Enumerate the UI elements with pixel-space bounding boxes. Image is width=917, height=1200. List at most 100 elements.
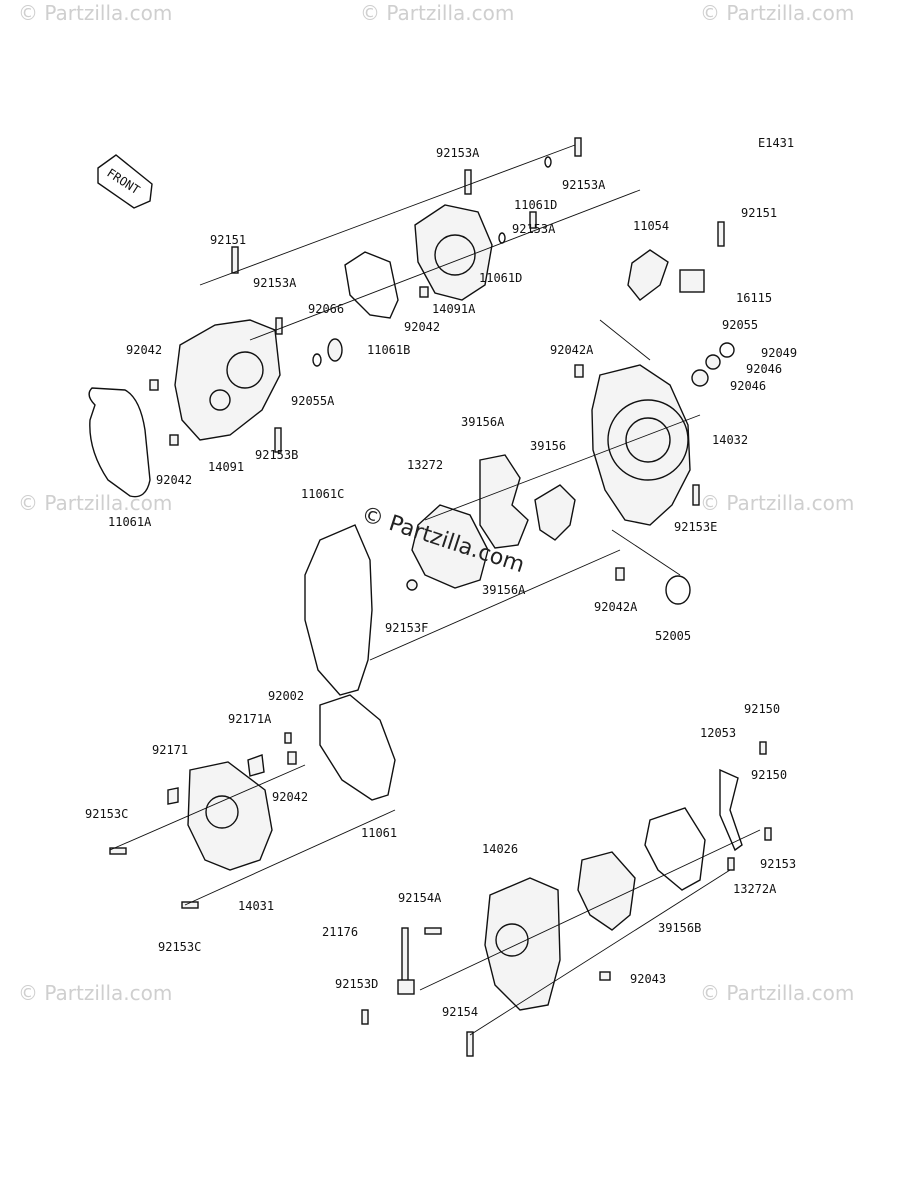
watermark: © Partzilla.com bbox=[18, 981, 172, 1005]
watermark: © Partzilla.com bbox=[700, 491, 854, 515]
bolt-head-icon bbox=[406, 579, 418, 591]
watermark: © Partzilla.com bbox=[18, 1, 172, 25]
part-label: 92153C bbox=[85, 807, 128, 821]
part-label: 11061C bbox=[301, 487, 344, 501]
part-label: 52005 bbox=[655, 629, 691, 643]
bolt-icon bbox=[231, 246, 239, 274]
gasket-11061-icon bbox=[319, 694, 396, 801]
bolt-icon bbox=[759, 741, 767, 755]
part-label: 92150 bbox=[744, 702, 780, 716]
cover-boss-icon bbox=[205, 795, 239, 829]
front-label: FRONT bbox=[104, 166, 142, 197]
damper-39156a-icon bbox=[479, 454, 529, 549]
part-label: 92153C bbox=[158, 940, 201, 954]
cover-boss-icon bbox=[495, 923, 529, 957]
part-label: 11061D bbox=[479, 271, 522, 285]
part-label: 92151 bbox=[210, 233, 246, 247]
part-label: 92042 bbox=[272, 790, 308, 804]
watermark: © Partzilla.com bbox=[700, 1, 854, 25]
bolt-icon bbox=[717, 221, 725, 247]
watermarks: © Partzilla.com © Partzilla.com © Partzi… bbox=[18, 1, 854, 1005]
gasket-11061b-icon bbox=[344, 251, 399, 319]
bolt-icon bbox=[181, 901, 199, 909]
part-label: 92055A bbox=[291, 394, 335, 408]
part-label: 92055 bbox=[722, 318, 758, 332]
part-label: 16115 bbox=[736, 291, 772, 305]
cover-14031-icon bbox=[187, 761, 273, 871]
part-label: 92150 bbox=[751, 768, 787, 782]
part-label: 14031 bbox=[238, 899, 274, 913]
part-label: 92153 bbox=[760, 857, 796, 871]
part-label: 39156 bbox=[530, 439, 566, 453]
part-label: 11061A bbox=[108, 515, 152, 529]
part-label: 92046 bbox=[746, 362, 782, 376]
part-label: 21176 bbox=[322, 925, 358, 939]
part-label: 39156B bbox=[658, 921, 701, 935]
part-label: 12053 bbox=[700, 726, 736, 740]
dowel-icon bbox=[169, 434, 179, 446]
damper-39156-icon bbox=[534, 484, 576, 541]
bolt-icon bbox=[727, 857, 735, 871]
dowel-icon bbox=[287, 751, 297, 765]
dowel-icon bbox=[419, 286, 429, 298]
clutch-cover-14032-icon bbox=[591, 364, 691, 526]
bracket-12053-icon bbox=[719, 768, 743, 852]
front-arrow-icon: FRONT bbox=[97, 154, 153, 209]
diagram-code: E1431 bbox=[758, 136, 794, 150]
washer-icon bbox=[544, 156, 552, 168]
washer-icon bbox=[719, 342, 735, 358]
dowel-icon bbox=[599, 971, 611, 981]
oil-seal-icon bbox=[327, 338, 343, 362]
gear-icon bbox=[691, 369, 709, 387]
part-label: 92042A bbox=[594, 600, 638, 614]
bolt-icon bbox=[361, 1009, 369, 1025]
bolt-icon bbox=[109, 847, 127, 855]
gasket-11061a-icon bbox=[88, 387, 151, 498]
plate-13272-icon bbox=[411, 504, 489, 589]
cover-boss-icon bbox=[434, 234, 476, 276]
damper-39156b-icon bbox=[577, 851, 636, 931]
dowel-icon bbox=[149, 379, 159, 391]
part-label: 92153A bbox=[512, 222, 556, 236]
part-label: 92153D bbox=[335, 977, 378, 991]
bolt-icon bbox=[274, 427, 282, 453]
watermark: © Partzilla.com bbox=[700, 981, 854, 1005]
cover-14091a-icon bbox=[414, 204, 493, 301]
part-label: 13272 bbox=[407, 458, 443, 472]
part-label: 14091 bbox=[208, 460, 244, 474]
o-ring-icon bbox=[312, 353, 322, 367]
dowel-icon bbox=[574, 364, 584, 378]
cover-boss-icon bbox=[607, 399, 689, 481]
bolt-icon bbox=[424, 927, 442, 935]
part-label: 92042 bbox=[126, 343, 162, 357]
part-label: 11061D bbox=[514, 198, 557, 212]
part-label: 14032 bbox=[712, 433, 748, 447]
part-label: 92042 bbox=[404, 320, 440, 334]
part-label: 39156A bbox=[461, 415, 505, 429]
bolt-icon bbox=[466, 1031, 474, 1057]
bracket-11054-icon bbox=[627, 249, 669, 301]
watermark: © Partzilla.com bbox=[18, 491, 172, 515]
part-label: 11054 bbox=[633, 219, 669, 233]
part-label: 13272A bbox=[733, 882, 777, 896]
leader-lines bbox=[109, 144, 761, 1036]
watermark: © Partzilla.com bbox=[360, 1, 514, 25]
sensor-rod-icon bbox=[401, 927, 409, 989]
part-label: 39156A bbox=[482, 583, 526, 597]
cover-14091-icon bbox=[174, 319, 281, 441]
part-label: 92153B bbox=[255, 448, 298, 462]
washer-icon bbox=[498, 232, 506, 244]
bolt-icon bbox=[275, 317, 283, 335]
plate-13272a-icon bbox=[644, 807, 706, 891]
gasket-11061c-icon bbox=[304, 524, 373, 696]
gear-icon bbox=[705, 354, 721, 370]
part-label: 11061 bbox=[361, 826, 397, 840]
bolt-icon bbox=[284, 732, 292, 744]
part-label: 92171A bbox=[228, 712, 272, 726]
bore-icon bbox=[209, 389, 231, 411]
part-label: 92042 bbox=[156, 473, 192, 487]
part-label: 92002 bbox=[268, 689, 304, 703]
bearing-icon bbox=[226, 351, 264, 389]
part-labels: 92153A 92153A 11061D 92153A 11061D 14091… bbox=[85, 146, 797, 1019]
